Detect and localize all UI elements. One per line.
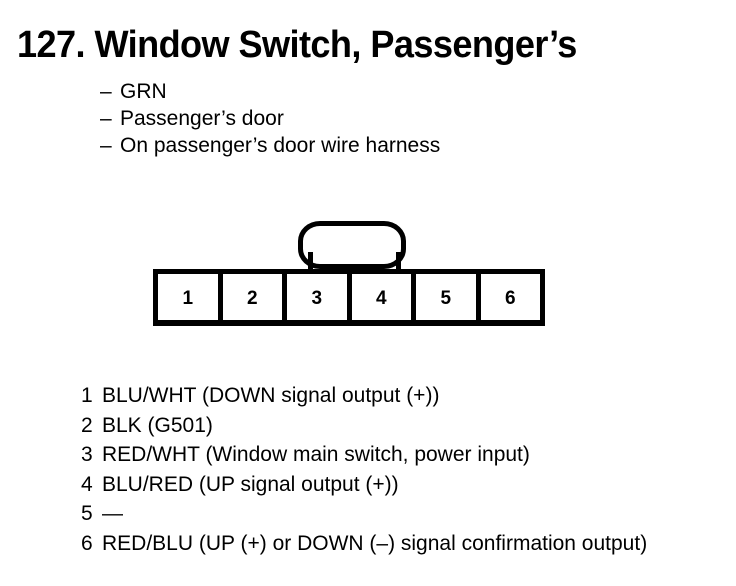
locking-tab-stem-right (396, 252, 401, 274)
pin-legend: 1 BLU/WHT (DOWN signal output (+)) 2 BLK… (81, 381, 731, 558)
pin-legend-number: 3 (81, 443, 93, 466)
dash-bullet-icon: – (100, 134, 112, 157)
connector-pin-1: 1 (158, 274, 218, 320)
connector-pin-4-number: 4 (375, 287, 387, 309)
dash-bullet-icon: – (100, 107, 112, 130)
pin-legend-number: 1 (81, 384, 93, 407)
pin-legend-row: 4 BLU/RED (UP signal output (+)) (81, 470, 731, 500)
pin-legend-number: 2 (81, 413, 93, 437)
pin-legend-row: 2 BLK (G501) (81, 411, 731, 441)
locking-tab-stem-left (308, 252, 313, 274)
pin-legend-label: — (102, 502, 123, 525)
connector-pin-2: 2 (222, 274, 282, 320)
pin-legend-number: 5 (81, 502, 93, 525)
connector-pin-4: 4 (351, 274, 411, 320)
connector-pin-6: 6 (480, 274, 540, 320)
note-item: – GRN (100, 78, 660, 105)
note-text: GRN (120, 80, 167, 103)
connector-pin-3-number: 3 (311, 287, 323, 309)
note-item: – Passenger’s door (100, 105, 660, 132)
pin-legend-label: BLU/RED (UP signal output (+)) (102, 472, 399, 496)
note-text: Passenger’s door (120, 107, 284, 130)
pin-legend-row: 1 BLU/WHT (DOWN signal output (+)) (81, 381, 731, 411)
pin-legend-number: 4 (81, 472, 93, 496)
connector-pin-3: 3 (287, 274, 347, 320)
connector-pin-1-number: 1 (182, 287, 194, 309)
connector-pin-5-number: 5 (440, 287, 452, 309)
connector-pin-2-number: 2 (246, 287, 258, 309)
pin-legend-row: 3 RED/WHT (Window main switch, power inp… (81, 440, 731, 470)
pin-legend-row: 5 — (81, 499, 731, 529)
connector-pin-6-number: 6 (504, 287, 516, 309)
connector-pin-5: 5 (416, 274, 476, 320)
page-title: 127. Window Switch, Passenger’s (17, 24, 577, 66)
connector-diagram: 1 2 3 4 5 6 (153, 218, 545, 326)
pin-legend-label: BLU/WHT (DOWN signal output (+)) (102, 384, 440, 407)
pin-legend-number: 6 (81, 531, 93, 555)
pin-legend-row: 6 RED/BLU (UP (+) or DOWN (–) signal con… (81, 529, 731, 559)
note-item: – On passenger’s door wire harness (100, 132, 660, 159)
connector-body: 1 2 3 4 5 6 (153, 269, 545, 326)
pin-legend-label: RED/WHT (Window main switch, power input… (102, 443, 530, 466)
locking-tab-icon (298, 221, 406, 269)
notes-list: – GRN – Passenger’s door – On passenger’… (100, 78, 660, 159)
pin-legend-label: BLK (G501) (102, 413, 213, 437)
pin-legend-label: RED/BLU (UP (+) or DOWN (–) signal confi… (102, 531, 648, 555)
dash-bullet-icon: – (100, 80, 112, 103)
note-text: On passenger’s door wire harness (120, 134, 441, 157)
